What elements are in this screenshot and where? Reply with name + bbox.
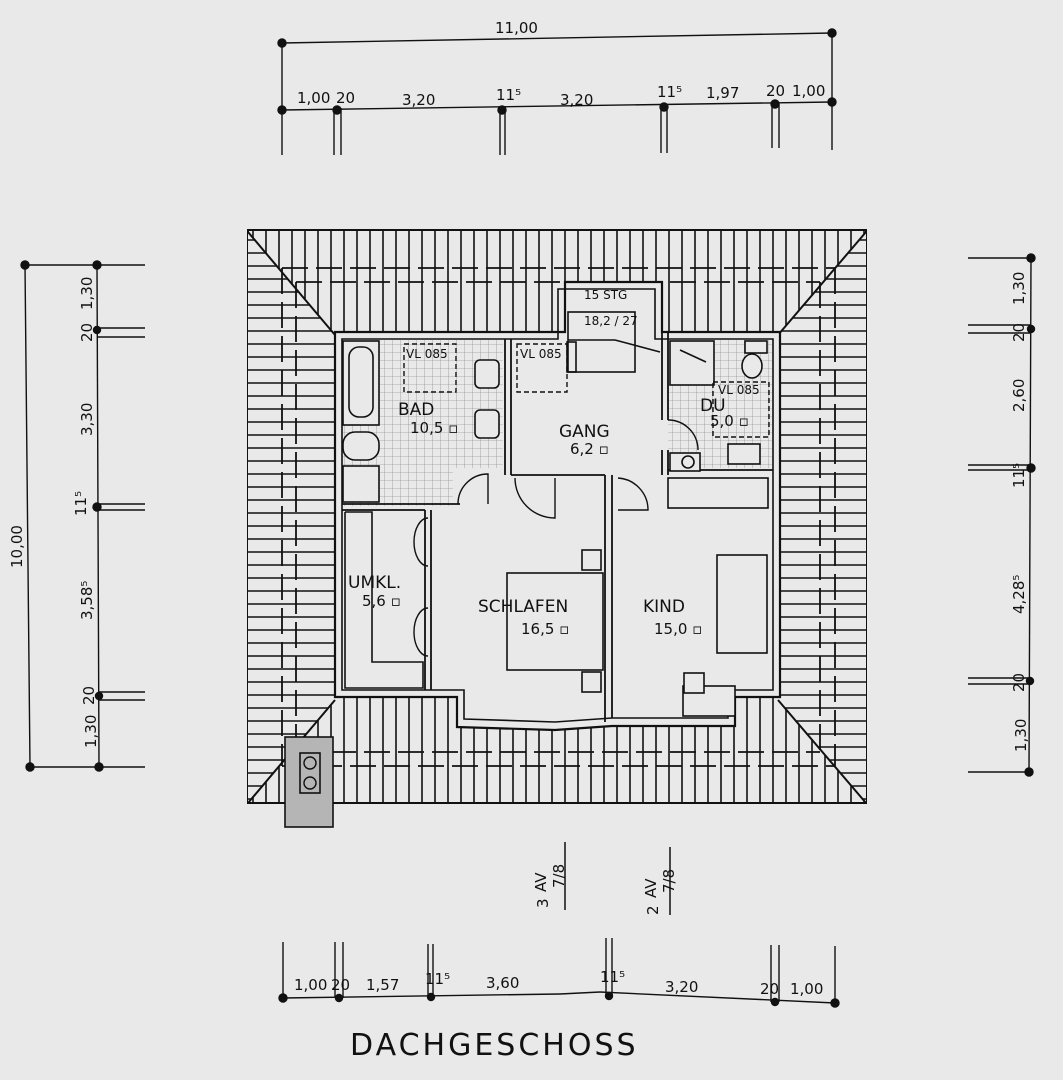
dim-top-7: 1,97	[706, 84, 740, 102]
dim-top-8: 20	[766, 82, 786, 100]
dim-bottom-1: 1,00	[294, 976, 328, 994]
room-du-area: 5,0 ▫	[710, 412, 749, 430]
dim-top-total: 11,00	[495, 19, 538, 37]
walls-interior	[342, 332, 773, 722]
dim-top-6: 11⁵	[657, 83, 683, 101]
dim-left-1: 1,30	[78, 276, 96, 310]
dim-bottom-4: 11⁵	[425, 970, 451, 988]
section-mark-2-number: 2	[644, 905, 662, 915]
left-dimension	[20, 260, 145, 772]
dim-left-6: 20	[80, 685, 98, 705]
window-label-du: VL 085	[718, 383, 760, 397]
stairs-ratio: 18,2 / 27	[584, 314, 638, 328]
room-bad-name: BAD	[398, 400, 435, 420]
room-kind-name: KIND	[643, 597, 685, 617]
doors	[413, 419, 699, 657]
dim-bottom-7: 3,20	[665, 978, 699, 996]
dim-bottom-6: 11⁵	[600, 968, 626, 986]
room-gang-name: GANG	[559, 422, 610, 442]
room-bad-area: 10,5 ▫	[410, 419, 459, 437]
fixtures	[342, 340, 769, 717]
room-umkl-area: 5,6 ▫	[362, 592, 401, 610]
dim-left-5: 3,58⁵	[78, 580, 96, 620]
plan-title: DACHGESCHOSS	[350, 1028, 639, 1063]
dim-bottom-3: 1,57	[366, 976, 400, 994]
dim-top-4: 11⁵	[496, 86, 522, 104]
dim-bottom-5: 3,60	[486, 974, 520, 992]
dim-left-7: 1,30	[82, 714, 100, 748]
top-dimension	[277, 28, 837, 155]
section-mark-3-number: 3	[534, 898, 552, 908]
dim-right-1: 1,30	[1010, 271, 1028, 305]
dim-left-3: 3,30	[78, 402, 96, 436]
dim-right-7: 1,30	[1012, 718, 1030, 752]
room-umkl-name: UMKL.	[348, 573, 402, 593]
room-schlafen-name: SCHLAFEN	[478, 597, 569, 617]
dim-top-1: 1,00	[297, 89, 331, 107]
stairs-steps: 15 STG	[584, 288, 628, 302]
dim-bottom-2: 20	[331, 976, 351, 994]
room-du-name: DU	[700, 396, 726, 416]
dim-left-4: 11⁵	[72, 490, 90, 516]
dim-right-2: 20	[1010, 322, 1028, 342]
dim-bottom-9: 1,00	[790, 980, 824, 998]
section-mark-3-code: AV	[532, 872, 550, 892]
dim-top-3: 3,20	[402, 91, 436, 109]
dim-top-2: 20	[336, 89, 356, 107]
stairs	[566, 311, 661, 373]
dim-right-4: 11⁵	[1010, 462, 1028, 488]
dim-left-total: 10,00	[8, 525, 26, 568]
bottom-dimension	[278, 938, 840, 1008]
room-gang-area: 6,2 ▫	[570, 440, 609, 458]
dim-right-3: 2,60	[1010, 378, 1028, 412]
dim-right-6: 20	[1010, 672, 1028, 692]
section-mark-3-ref: 7/8	[550, 863, 568, 888]
chimney	[284, 736, 334, 828]
dim-top-5: 3,20	[560, 91, 594, 109]
dim-bottom-8: 20	[760, 980, 780, 998]
dim-top-9: 1,00	[792, 82, 826, 100]
room-kind-area: 15,0 ▫	[654, 620, 703, 638]
section-mark-2-code: AV	[642, 878, 660, 898]
right-dimension	[968, 253, 1036, 777]
window-label-gang: VL 085	[520, 347, 562, 361]
section-mark-2-ref: 7/8	[660, 868, 678, 893]
dim-left-2: 20	[78, 322, 96, 342]
room-schlafen-area: 16,5 ▫	[521, 620, 570, 638]
window-label-bad: VL 085	[406, 347, 448, 361]
section-marks	[564, 842, 671, 915]
dim-right-5: 4,28⁵	[1010, 574, 1028, 614]
